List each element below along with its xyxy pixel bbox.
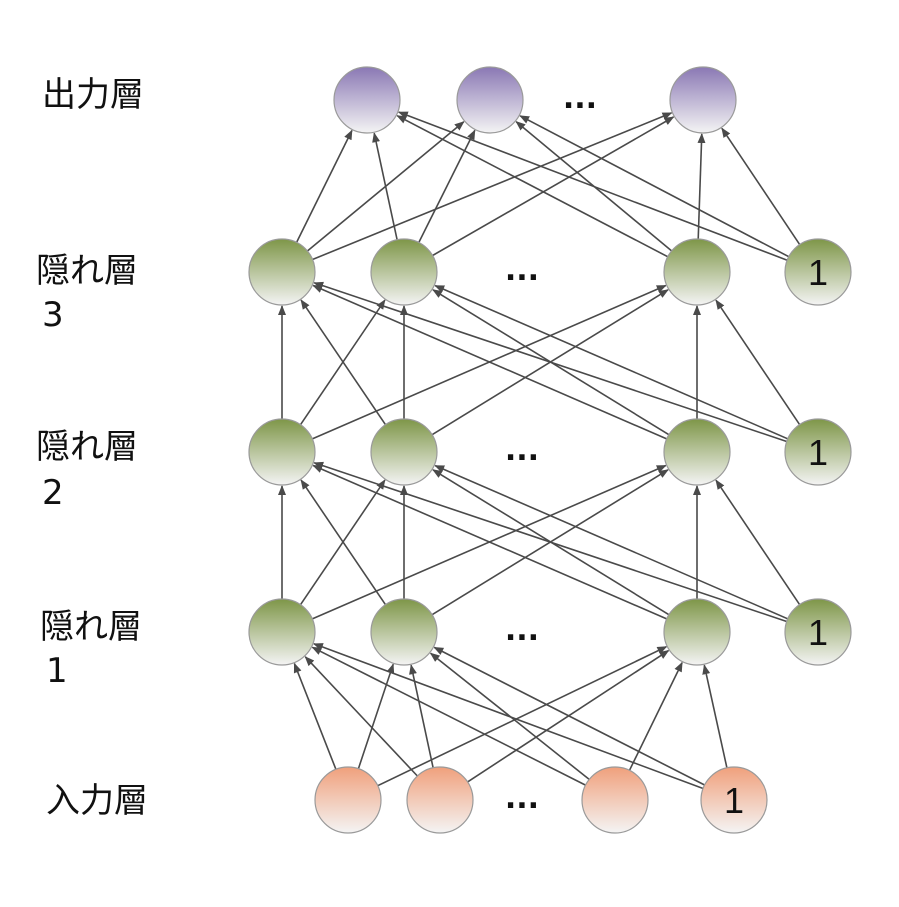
edge-hidden2-4-to-hidden3-0: [313, 281, 787, 443]
hidden-layer-1-label-line2: 1: [46, 651, 68, 691]
hidden2-node: [248, 418, 316, 486]
hidden3-bias-label: 1: [808, 252, 828, 293]
edge-hidden3-4-to-output-3: [721, 127, 801, 246]
hidden2-node: [663, 418, 731, 486]
edge-hidden1-4-to-hidden2-1: [434, 464, 789, 620]
edge-hidden3-4-to-output-1: [519, 115, 790, 258]
edge-input-4-to-hidden1-1: [433, 646, 705, 786]
hidden-layer-2-label-line2: 2: [42, 473, 64, 513]
hidden3-node: [248, 238, 316, 306]
nodes: ...... 1... 1... 1... 1: [248, 66, 852, 834]
edge-hidden3-0-to-output-0: [295, 129, 353, 243]
input-ellipsis: ...: [505, 781, 539, 816]
hidden-layer-3-label: 隠れ層 3: [36, 251, 149, 335]
hidden-layer-1-label: 隠れ層 1: [40, 607, 153, 691]
hidden-layer-1-label-line1: 隠れ層: [40, 607, 142, 647]
hidden-layer-2-label: 隠れ層 2: [36, 427, 149, 513]
hidden3-node: [663, 238, 731, 306]
output-node: [333, 66, 401, 134]
edge-hidden3-1-to-output-0: [372, 132, 398, 240]
edge-hidden1-4-to-hidden2-3: [715, 479, 801, 606]
input-node: [406, 766, 474, 834]
hidden1-ellipsis: ...: [505, 613, 539, 648]
edge-hidden3-3-to-output-3: [697, 133, 706, 240]
input-node: [581, 766, 649, 834]
edge-hidden2-1-to-hidden3-0: [300, 299, 387, 426]
hidden1-node: [370, 598, 438, 666]
edge-hidden3-3-to-output-0: [396, 114, 669, 258]
edge-input-0-to-hidden1-1: [357, 663, 395, 769]
edge-input-1-to-hidden1-1: [409, 664, 434, 768]
hidden2-node: [370, 418, 438, 486]
edge-input-0-to-hidden1-0: [293, 662, 337, 770]
edge-hidden1-1-to-hidden2-0: [300, 479, 387, 606]
edge-input-3-to-hidden1-3: [628, 661, 683, 771]
hidden2-bias-label: 1: [808, 432, 828, 473]
hidden1-node: [663, 598, 731, 666]
input-bias-label: 1: [724, 780, 744, 821]
output-node: [456, 66, 524, 134]
hidden1-node: [248, 598, 316, 666]
edge-input-4-to-hidden1-0: [312, 643, 704, 790]
hidden-layer-2-label-line1: 隠れ層: [36, 427, 138, 467]
input-bias-node: [700, 766, 768, 834]
edge-hidden3-4-to-output-0: [397, 111, 788, 261]
hidden-layer-3-label-line2: 3: [42, 295, 64, 335]
output-ellipsis: ...: [563, 81, 597, 116]
hidden3-node: [370, 238, 438, 306]
hidden1-bias-node: [784, 598, 852, 666]
edge-hidden2-4-to-hidden3-1: [434, 284, 789, 440]
edge-hidden3-1-to-output-1: [418, 129, 476, 243]
connections: [278, 111, 801, 790]
edge-input-3-to-hidden1-0: [311, 646, 586, 786]
hidden2-ellipsis: ...: [505, 433, 539, 468]
hidden2-bias-node: [784, 418, 852, 486]
hidden3-ellipsis: ...: [505, 253, 539, 288]
edge-input-0-to-hidden1-3: [377, 645, 668, 787]
edge-hidden3-0-to-output-3: [312, 112, 673, 261]
edge-hidden3-1-to-output-3: [432, 116, 675, 257]
edge-input-1-to-hidden1-0: [304, 656, 418, 777]
output-node: [669, 66, 737, 134]
edge-hidden1-3-to-hidden2-0: [312, 464, 668, 620]
input-node: [314, 766, 382, 834]
edge-input-4-to-hidden1-3: [702, 664, 728, 768]
hidden1-bias-label: 1: [808, 612, 828, 653]
hidden3-bias-node: [784, 238, 852, 306]
input-layer-label: 入力層: [46, 781, 148, 821]
edge-hidden2-3-to-hidden3-0: [312, 284, 668, 440]
output-layer-label: 出力層: [42, 75, 144, 115]
edge-hidden2-4-to-hidden3-3: [715, 299, 801, 426]
hidden-layer-3-label-line1: 隠れ層: [36, 251, 138, 291]
edge-hidden1-4-to-hidden2-0: [313, 461, 787, 623]
